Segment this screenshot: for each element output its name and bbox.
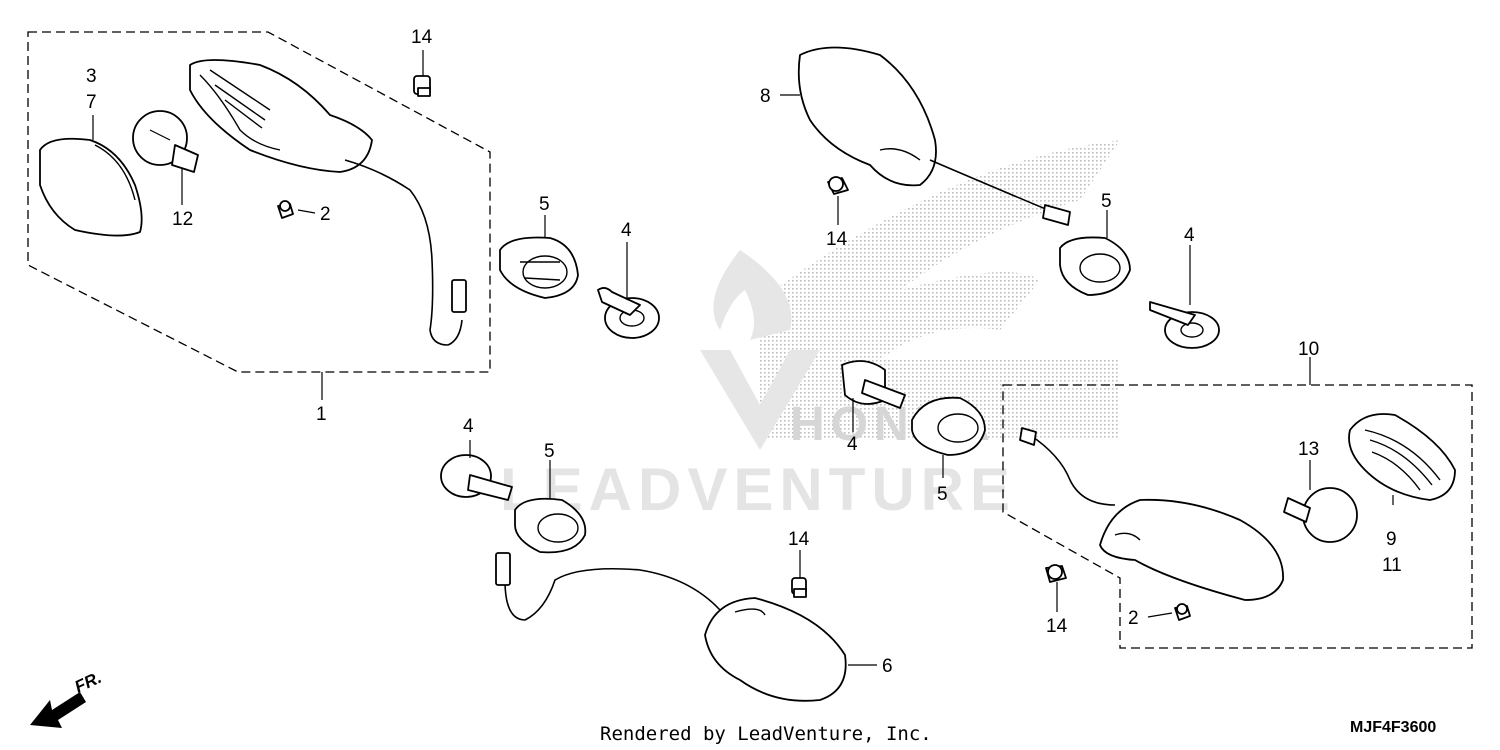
screw-left [277,200,294,219]
callout-4-c: 4 [847,434,858,455]
turn-signal-housing-top [797,46,1071,226]
turn-signal-housing-lower [495,552,847,702]
seal-d [514,497,587,554]
front-arrow-icon [30,692,86,728]
leader-lines [92,50,1394,666]
callout-5-d: 5 [544,441,555,462]
callout-10: 10 [1298,339,1319,360]
direction-label: FR. [72,668,105,697]
callout-4-d: 4 [463,416,474,437]
lens-inner-edge [94,144,136,201]
flame-logo-watermark [700,250,820,450]
turn-signal-housing-right [1019,427,1284,601]
callout-5-c: 5 [937,484,948,505]
bulb-part-right [1283,487,1358,543]
screw-right [1174,603,1191,621]
callout-2-left: 2 [320,204,331,225]
callout-11: 11 [1382,555,1402,576]
callout-14-right: 14 [1046,616,1068,637]
callout-8: 8 [760,86,771,107]
lens-part-right [1348,413,1456,501]
brand-wing-watermark [760,140,1120,440]
grommet-mid [827,176,849,195]
callouts: 3 7 12 2 14 1 5 4 8 14 5 4 4 5 4 5 14 6 … [86,27,1402,677]
assembly-1-outline [27,31,491,373]
bracket-a [597,287,660,339]
bracket-c [841,360,906,409]
callout-3: 3 [86,66,97,87]
grommet-bottom [791,577,807,598]
seal-a [499,236,579,299]
callout-14-top: 14 [411,27,433,48]
callout-4-b: 4 [1184,225,1195,246]
front-direction-indicator: FR. [30,668,105,728]
callout-2-right: 2 [1128,608,1139,629]
diagram-code: MJF4F3600 [1350,719,1436,736]
callout-6: 6 [882,656,893,677]
turn-signal-housing-left [189,59,467,346]
seal-b [1059,236,1131,296]
callout-13: 13 [1298,439,1319,460]
grommet-top [413,75,431,97]
bracket-b [1149,301,1220,349]
seal-c [911,396,986,456]
bulb-part [132,110,199,173]
callout-7: 7 [86,92,97,113]
bracket-d [440,454,513,501]
leadventure-watermark: LEADVENTURE [500,456,1016,523]
callout-9: 9 [1386,529,1397,550]
assembly-10-outline [1002,384,1473,649]
callout-5-a: 5 [539,194,550,215]
watermark: HONDA LEADVENTURE [500,140,1120,523]
callout-14-mid: 14 [826,229,848,250]
callout-14-bottom: 14 [788,529,810,550]
callout-12: 12 [172,209,193,230]
callout-4-a: 4 [621,220,632,241]
credit-text: Rendered by LeadVenture, Inc. [600,723,932,745]
callout-5-b: 5 [1101,191,1112,212]
callout-1: 1 [316,404,327,425]
grommet-right [1045,564,1067,583]
